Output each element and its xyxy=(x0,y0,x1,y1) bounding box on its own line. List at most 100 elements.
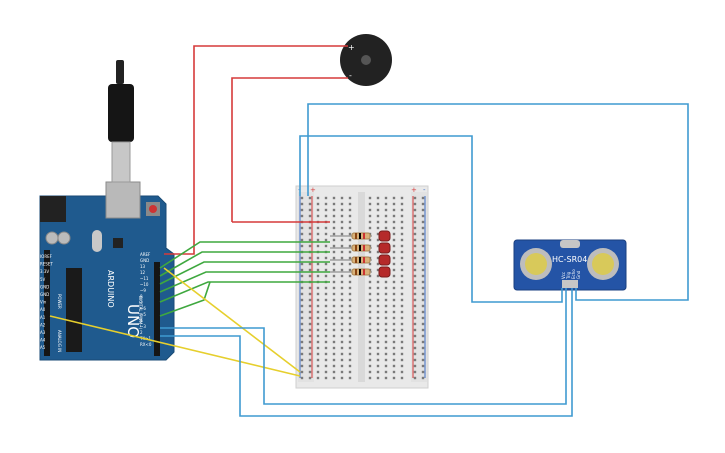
breadboard-hole[interactable] xyxy=(300,328,304,332)
breadboard-hole[interactable] xyxy=(340,310,344,314)
breadboard-hole[interactable] xyxy=(348,292,352,296)
breadboard-hole[interactable] xyxy=(421,328,425,332)
breadboard-hole[interactable] xyxy=(348,220,352,224)
breadboard-hole[interactable] xyxy=(300,214,304,218)
breadboard-hole[interactable] xyxy=(413,346,417,350)
breadboard-hole[interactable] xyxy=(368,208,372,212)
breadboard-hole[interactable] xyxy=(340,328,344,332)
breadboard-hole[interactable] xyxy=(384,310,388,314)
breadboard-hole[interactable] xyxy=(316,286,320,290)
breadboard-hole[interactable] xyxy=(324,304,328,308)
breadboard-hole[interactable] xyxy=(348,208,352,212)
breadboard-hole[interactable] xyxy=(332,346,336,350)
breadboard-hole[interactable] xyxy=(376,280,380,284)
breadboard-hole[interactable] xyxy=(340,304,344,308)
breadboard-hole[interactable] xyxy=(421,214,425,218)
breadboard-hole[interactable] xyxy=(300,232,304,236)
wire-green-5[interactable] xyxy=(159,281,330,303)
breadboard-hole[interactable] xyxy=(348,274,352,278)
breadboard-hole[interactable] xyxy=(348,280,352,284)
breadboard-hole[interactable] xyxy=(324,214,328,218)
breadboard-hole[interactable] xyxy=(348,286,352,290)
breadboard-hole[interactable] xyxy=(376,322,380,326)
breadboard-hole[interactable] xyxy=(368,298,372,302)
breadboard-hole[interactable] xyxy=(384,358,388,362)
breadboard-hole[interactable] xyxy=(324,358,328,362)
breadboard-hole[interactable] xyxy=(413,232,417,236)
breadboard-hole[interactable] xyxy=(421,232,425,236)
breadboard-hole[interactable] xyxy=(340,226,344,230)
breadboard-hole[interactable] xyxy=(376,376,380,380)
breadboard-hole[interactable] xyxy=(392,238,396,242)
breadboard-hole[interactable] xyxy=(400,352,404,356)
breadboard-hole[interactable] xyxy=(324,262,328,266)
led[interactable] xyxy=(378,242,391,254)
breadboard-hole[interactable] xyxy=(348,352,352,356)
breadboard-hole[interactable] xyxy=(421,286,425,290)
breadboard-hole[interactable] xyxy=(324,196,328,200)
breadboard-hole[interactable] xyxy=(376,208,380,212)
breadboard-hole[interactable] xyxy=(384,196,388,200)
breadboard-hole[interactable] xyxy=(413,274,417,278)
breadboard-hole[interactable] xyxy=(413,214,417,218)
breadboard-hole[interactable] xyxy=(413,220,417,224)
breadboard-hole[interactable] xyxy=(392,286,396,290)
breadboard-hole[interactable] xyxy=(300,238,304,242)
breadboard-hole[interactable] xyxy=(400,298,404,302)
breadboard-hole[interactable] xyxy=(376,286,380,290)
breadboard-hole[interactable] xyxy=(400,292,404,296)
breadboard-hole[interactable] xyxy=(376,214,380,218)
breadboard-hole[interactable] xyxy=(392,322,396,326)
breadboard-hole[interactable] xyxy=(368,280,372,284)
breadboard-hole[interactable] xyxy=(340,238,344,242)
breadboard-hole[interactable] xyxy=(368,352,372,356)
breadboard-hole[interactable] xyxy=(376,370,380,374)
breadboard-hole[interactable] xyxy=(421,196,425,200)
breadboard-hole[interactable] xyxy=(308,364,312,368)
breadboard-hole[interactable] xyxy=(316,244,320,248)
breadboard-hole[interactable] xyxy=(421,250,425,254)
breadboard-hole[interactable] xyxy=(392,196,396,200)
breadboard-hole[interactable] xyxy=(308,286,312,290)
breadboard-hole[interactable] xyxy=(376,262,380,266)
breadboard-hole[interactable] xyxy=(348,304,352,308)
breadboard-hole[interactable] xyxy=(348,202,352,206)
breadboard-hole[interactable] xyxy=(400,262,404,266)
breadboard-hole[interactable] xyxy=(384,280,388,284)
breadboard-hole[interactable] xyxy=(308,334,312,338)
breadboard-hole[interactable] xyxy=(421,310,425,314)
breadboard-hole[interactable] xyxy=(300,316,304,320)
breadboard-hole[interactable] xyxy=(392,250,396,254)
breadboard-hole[interactable] xyxy=(300,274,304,278)
breadboard-hole[interactable] xyxy=(392,202,396,206)
breadboard-hole[interactable] xyxy=(368,286,372,290)
breadboard-hole[interactable] xyxy=(308,238,312,242)
breadboard-hole[interactable] xyxy=(348,262,352,266)
wire-blue-echo[interactable] xyxy=(160,288,573,417)
breadboard-hole[interactable] xyxy=(300,364,304,368)
breadboard-hole[interactable] xyxy=(308,244,312,248)
breadboard-hole[interactable] xyxy=(384,346,388,350)
wire-blue-gnd[interactable] xyxy=(299,135,563,303)
breadboard-hole[interactable] xyxy=(332,334,336,338)
breadboard-hole[interactable] xyxy=(384,340,388,344)
breadboard-hole[interactable] xyxy=(324,292,328,296)
breadboard-hole[interactable] xyxy=(413,280,417,284)
breadboard-hole[interactable] xyxy=(400,364,404,368)
breadboard-hole[interactable] xyxy=(413,364,417,368)
breadboard-hole[interactable] xyxy=(421,292,425,296)
breadboard-hole[interactable] xyxy=(308,340,312,344)
breadboard-hole[interactable] xyxy=(376,298,380,302)
breadboard-hole[interactable] xyxy=(324,340,328,344)
breadboard-hole[interactable] xyxy=(332,238,336,242)
breadboard-hole[interactable] xyxy=(400,316,404,320)
breadboard-hole[interactable] xyxy=(400,334,404,338)
breadboard-hole[interactable] xyxy=(413,238,417,242)
breadboard-hole[interactable] xyxy=(324,202,328,206)
breadboard-hole[interactable] xyxy=(348,298,352,302)
breadboard-hole[interactable] xyxy=(340,268,344,272)
breadboard-hole[interactable] xyxy=(324,370,328,374)
led[interactable] xyxy=(378,230,391,242)
breadboard-hole[interactable] xyxy=(384,286,388,290)
breadboard-hole[interactable] xyxy=(300,244,304,248)
